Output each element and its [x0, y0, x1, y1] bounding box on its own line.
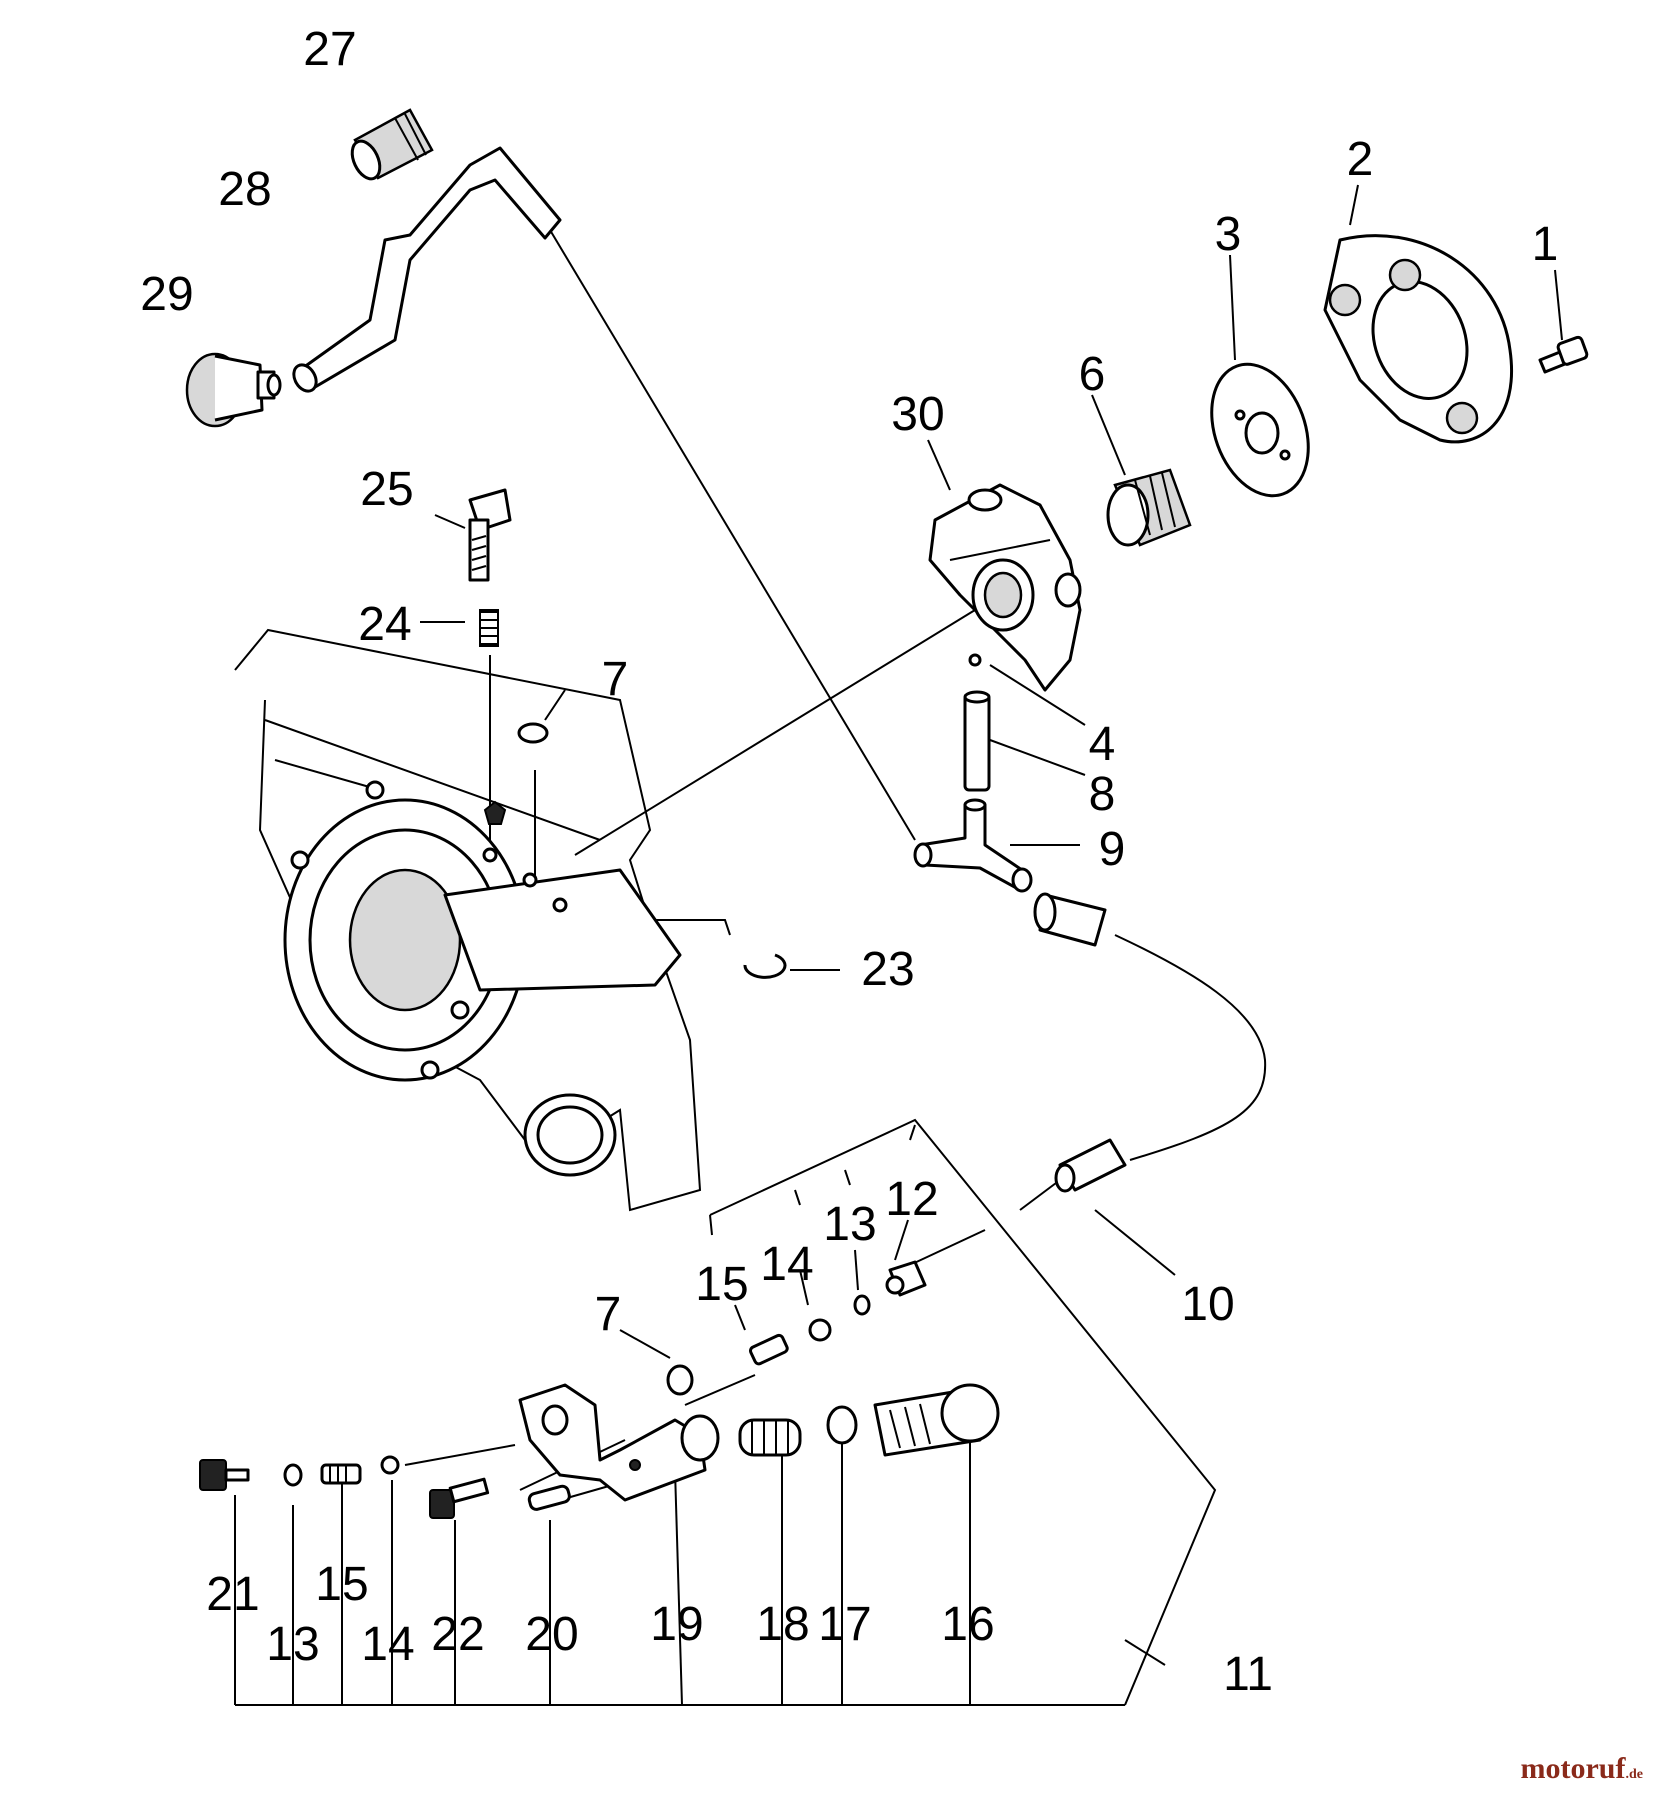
- part-6-worm-gear: [1106, 468, 1192, 547]
- part-19-valve-housing: [518, 1383, 720, 1502]
- part-30-oil-pump: [928, 483, 1082, 692]
- label-16: 16: [941, 1598, 994, 1651]
- label-14-upper: 14: [760, 1238, 813, 1291]
- part-17-o-ring: [826, 1405, 858, 1445]
- label-9: 9: [1099, 823, 1126, 876]
- label-15-lower: 15: [315, 1558, 368, 1611]
- label-7-lower: 7: [595, 1288, 622, 1341]
- part-4-ball: [968, 653, 982, 667]
- part-7-o-ring-lower: [666, 1364, 694, 1396]
- watermark-logo: motoruf.de: [1521, 1752, 1643, 1786]
- label-13-lower: 13: [266, 1618, 319, 1671]
- part-15-valve-upper: [749, 1333, 789, 1366]
- callout-labels: 1 2 3 6 30 27 28 29 25 24 7 4 8 9 23 12 …: [140, 23, 1558, 1701]
- part-23-circlip: [743, 953, 787, 979]
- part-9-t-connector: [913, 798, 1033, 893]
- part-29-oil-filter: [185, 352, 282, 428]
- part-14-ball-lower: [380, 1455, 400, 1475]
- part-25-adjust-screw: [468, 488, 512, 582]
- part-16-plunger: [873, 1383, 1000, 1457]
- part-12-nipple: [885, 1260, 927, 1297]
- label-23: 23: [861, 943, 914, 996]
- label-28: 28: [218, 163, 271, 216]
- part-27-cap: [350, 108, 434, 181]
- part-18-spring: [738, 1418, 802, 1457]
- crankcase-housing: [234, 628, 702, 1212]
- part-21-screw: [199, 1459, 250, 1491]
- part-15-valve-lower: [320, 1463, 362, 1485]
- part-7-o-ring-upper: [517, 722, 549, 744]
- watermark-suffix: .de: [1625, 1767, 1644, 1782]
- part-2-cover-plate: [1323, 234, 1513, 444]
- part-1-screw: [1538, 335, 1589, 374]
- label-14-lower: 14: [361, 1618, 414, 1671]
- part-28-oil-hose: [292, 146, 562, 393]
- part-22-screw: [429, 1477, 490, 1519]
- label-24: 24: [358, 598, 411, 651]
- part-10-hose: [1033, 892, 1127, 1193]
- label-12: 12: [885, 1173, 938, 1226]
- label-2: 2: [1347, 133, 1374, 186]
- part-8-pin: [963, 690, 991, 792]
- label-4: 4: [1089, 718, 1116, 771]
- label-13-upper: 13: [823, 1198, 876, 1251]
- part-20-pin: [527, 1484, 571, 1511]
- part-14-ball-upper: [808, 1318, 832, 1342]
- part-24-spring: [479, 609, 499, 647]
- label-22: 22: [431, 1608, 484, 1661]
- part-13-washer-lower: [283, 1463, 303, 1487]
- label-21: 21: [206, 1568, 259, 1621]
- label-3: 3: [1215, 208, 1242, 261]
- label-18: 18: [756, 1598, 809, 1651]
- watermark-text: motoruf: [1520, 1752, 1626, 1785]
- label-29: 29: [140, 268, 193, 321]
- label-11: 11: [1223, 1648, 1273, 1701]
- label-30: 30: [891, 388, 944, 441]
- label-19: 19: [650, 1598, 703, 1651]
- label-27: 27: [303, 23, 356, 76]
- label-10: 10: [1181, 1278, 1234, 1331]
- label-25: 25: [360, 463, 413, 516]
- part-13-washer-upper: [853, 1294, 871, 1316]
- label-20: 20: [525, 1608, 578, 1661]
- label-8: 8: [1089, 768, 1116, 821]
- label-17: 17: [818, 1598, 871, 1651]
- label-6: 6: [1079, 348, 1106, 401]
- label-7-upper: 7: [602, 653, 629, 706]
- part-3-disc: [1210, 362, 1310, 498]
- label-15-upper: 15: [695, 1258, 748, 1311]
- label-1: 1: [1532, 218, 1559, 271]
